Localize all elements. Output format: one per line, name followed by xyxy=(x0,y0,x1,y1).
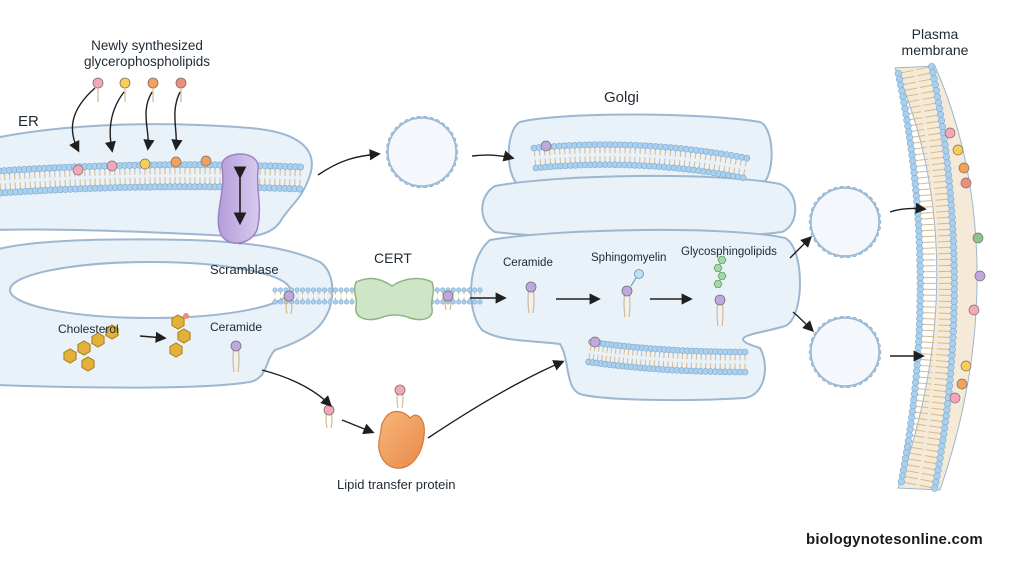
plasma-membrane-label: Plasma membrane xyxy=(880,26,990,58)
flow-arrows xyxy=(69,87,927,439)
cholesterol-ring-icon xyxy=(77,340,91,356)
arrow-golgi-to-ves-upper xyxy=(789,236,812,259)
plasma-membrane-line1: Plasma xyxy=(911,26,959,42)
cholesterol-ring-icon xyxy=(171,314,185,330)
pm-colored-headgroup xyxy=(960,360,972,372)
sugar-hexagon-icon xyxy=(717,256,727,264)
cholesterol-oh-icon xyxy=(183,313,189,319)
golgi-top-sphingolipid xyxy=(540,140,552,152)
pm-colored-headgroup xyxy=(949,392,961,404)
er-colored-headgroup xyxy=(200,155,212,167)
sugar-hexagon-icon xyxy=(717,272,727,280)
pm-colored-headgroup xyxy=(958,162,970,174)
cholesterol-ring-icon xyxy=(177,328,191,344)
er-label: ER xyxy=(18,113,39,130)
glycosphingolipids-label: Glycosphingolipids xyxy=(681,246,777,258)
ltp-bound-lipid xyxy=(394,384,406,409)
arrow-vesicle-to-golgi xyxy=(471,150,515,162)
er-colored-headgroup xyxy=(72,164,84,176)
arrow-er-to-vesicle xyxy=(317,149,381,176)
pm-colored-headgroup xyxy=(968,304,980,316)
golgi-bottom-sphingolipid xyxy=(589,336,601,348)
ceramide-er-label: Ceramide xyxy=(210,320,263,334)
arrow-ves-upper-to-pm xyxy=(889,202,927,214)
golgi-main-cisterna xyxy=(470,228,801,402)
sphingomyelin-lipid xyxy=(621,285,633,318)
sugar-hexagon-icon xyxy=(713,280,723,288)
pm-colored-headgroup xyxy=(952,144,964,156)
lipid-transfer-protein-label: Lipid transfer protein xyxy=(337,477,456,492)
golgi-ceramide-lipid xyxy=(525,281,537,314)
watermark-url: biologynotesonline.com xyxy=(806,531,983,548)
cert-golgi-lipid xyxy=(442,290,454,311)
pm-colored-headgroup xyxy=(960,177,972,189)
er-colored-headgroup xyxy=(106,160,118,172)
newly-synthesized-label: Newly synthesized glycerophospholipids xyxy=(62,38,232,70)
arrow-newly-4 xyxy=(171,91,183,151)
free-lipid-yellow xyxy=(119,77,131,89)
cert-protein-icon xyxy=(353,277,435,321)
pm-colored-headgroup xyxy=(944,127,956,139)
cert-cargo-lipid xyxy=(283,290,295,315)
free-lipid-pink xyxy=(92,77,104,89)
golgi-label: Golgi xyxy=(604,89,640,106)
er-colored-headgroup xyxy=(139,158,151,170)
newly-synthesized-line1: Newly synthesized xyxy=(91,38,203,53)
membranes-and-lipids xyxy=(0,62,986,492)
cholesterol-ring-icon xyxy=(63,348,77,364)
arrow-chol xyxy=(139,331,167,343)
sphingomyelin-label: Sphingomyelin xyxy=(591,252,667,264)
arrow-newly-2 xyxy=(104,91,125,153)
cholesterol-label: Cholesterol xyxy=(58,322,119,336)
golgi-to-pm-vesicle-lower xyxy=(810,317,880,387)
cholesterol-ring-icon xyxy=(169,342,183,358)
ltp-free-lipid xyxy=(323,404,335,429)
free-lipid-orange xyxy=(147,77,159,89)
er-to-golgi-vesicle xyxy=(387,117,457,187)
cholesterol-ring-icon xyxy=(91,332,105,348)
sugar-hexagon-icon xyxy=(713,264,723,272)
pm-colored-headgroup xyxy=(974,270,986,282)
arrow-ltp-small xyxy=(341,419,375,435)
ceramide-golgi-label: Ceramide xyxy=(503,257,553,269)
scramblase-protein-icon xyxy=(217,153,261,244)
ceramide-er-lipid xyxy=(230,340,242,373)
er-cert-tube xyxy=(272,287,355,305)
golgi-to-pm-vesicle-upper xyxy=(810,187,880,257)
arrow-golgi-to-ves-lower xyxy=(792,311,814,332)
plasma-bilayer xyxy=(894,62,958,492)
pm-colored-headgroup xyxy=(956,378,968,390)
golgi-top-bilayer xyxy=(530,141,751,182)
plasma-membrane-line2: membrane xyxy=(901,42,969,58)
sphingomyelin-head-icon xyxy=(634,269,644,279)
cert-label: CERT xyxy=(374,250,412,266)
arrow-newly-1 xyxy=(69,87,96,153)
lipid-transfer-protein-icon xyxy=(378,410,425,469)
cholesterol-ring-icon xyxy=(81,356,95,372)
newly-synthesized-line2: glycerophospholipids xyxy=(83,54,211,69)
free-lipid-coral xyxy=(175,77,187,89)
arrow-ltp-to-golgi xyxy=(427,360,565,439)
arrow-newly-3 xyxy=(143,91,155,151)
arrow-er-to-ltp xyxy=(261,369,332,407)
er-colored-headgroup xyxy=(170,156,182,168)
glycosphingolipid-lipid xyxy=(714,294,726,327)
golgi-bottom-bilayer xyxy=(585,338,749,376)
pm-colored-headgroup xyxy=(972,232,984,244)
golgi-middle-cisterna xyxy=(481,174,797,239)
scramblase-label: Scramblase xyxy=(210,262,279,277)
cholesterol-ring-icon xyxy=(105,324,119,340)
